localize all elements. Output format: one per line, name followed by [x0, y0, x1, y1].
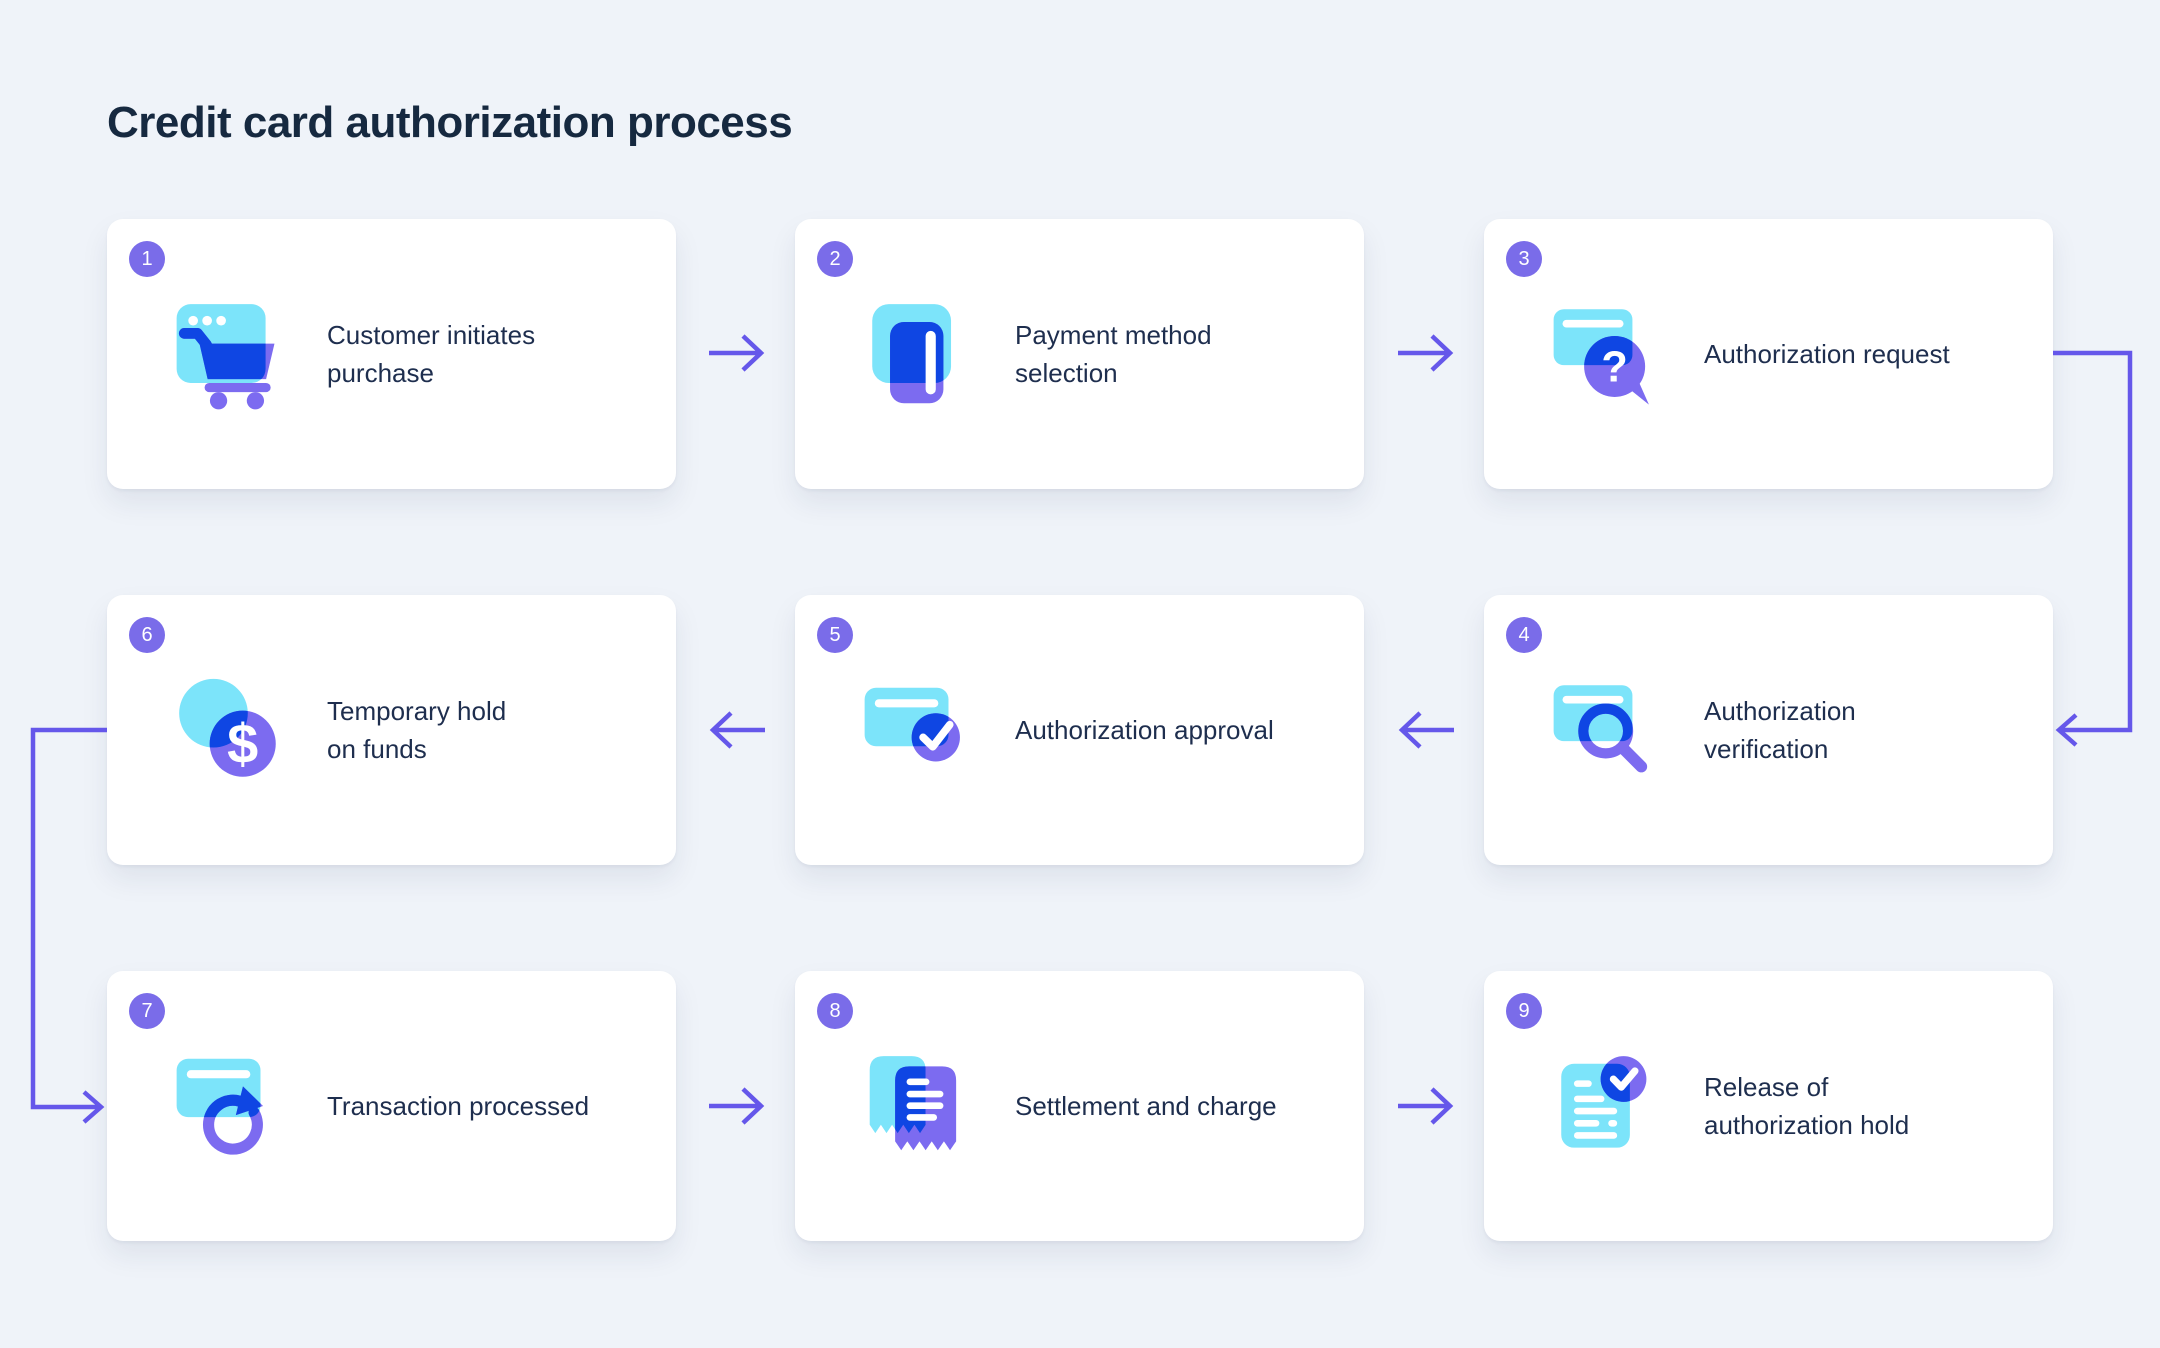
- card-approved-icon: [857, 670, 979, 792]
- card-refresh-icon: [169, 1046, 291, 1168]
- step-card-3: 3 ? Authorization request: [1484, 219, 2053, 489]
- arrow-step8-to-step9: [1398, 1087, 1454, 1125]
- step-label: Transaction processed: [327, 1091, 590, 1121]
- arrow-step1-to-step2: [709, 334, 765, 372]
- step-label: Authorization approval: [1015, 715, 1274, 745]
- card-search-icon: [1546, 670, 1668, 792]
- step-number-badge: 2: [817, 241, 853, 277]
- step-number-badge: 6: [129, 617, 165, 653]
- step-number-badge: 1: [129, 241, 165, 277]
- step-number-badge: 9: [1506, 993, 1542, 1029]
- step-card-5: 5 Authorization approval: [795, 595, 1364, 865]
- svg-text:$: $: [227, 712, 258, 775]
- card-question-icon: ?: [1546, 294, 1668, 416]
- step-number-badge: 4: [1506, 617, 1542, 653]
- step-number-badge: 3: [1506, 241, 1542, 277]
- step-number-badge: 5: [817, 617, 853, 653]
- connector-step6-to-step7: [30, 727, 107, 1124]
- step-label: Authorization request: [1704, 339, 1950, 369]
- browser-cart-icon: [169, 294, 291, 416]
- step-label: Settlement and charge: [1015, 1091, 1277, 1121]
- document-approved-icon: [1546, 1046, 1668, 1168]
- arrow-step2-to-step3: [1398, 334, 1454, 372]
- page-title: Credit card authorization process: [107, 98, 793, 147]
- step-card-7: 7 Transaction processed: [107, 971, 676, 1241]
- svg-text:?: ?: [1601, 344, 1627, 392]
- arrow-step7-to-step8: [709, 1087, 765, 1125]
- receipts-icon: [857, 1046, 979, 1168]
- payment-card-icon: [857, 294, 979, 416]
- step-number-badge: 7: [129, 993, 165, 1029]
- arrow-step4-to-step5: [1398, 711, 1454, 749]
- connector-step3-to-step4: [2053, 350, 2133, 747]
- dollar-coin-icon: $: [169, 670, 291, 792]
- step-card-8: 8 Settlement and charge: [795, 971, 1364, 1241]
- arrow-step5-to-step6: [709, 711, 765, 749]
- step-number-badge: 8: [817, 993, 853, 1029]
